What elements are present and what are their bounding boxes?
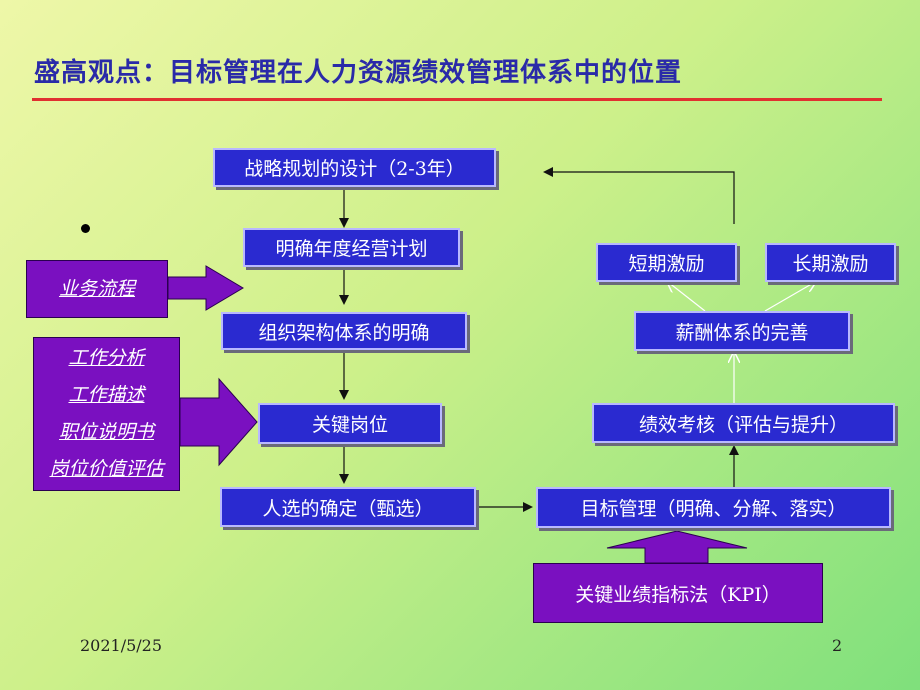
arrow-compensation-to-short: [668, 282, 706, 312]
feedback-loop-line: [543, 167, 735, 224]
job-item-description: 工作描述: [68, 384, 145, 406]
business-process-label: 业务流程: [58, 277, 135, 300]
page-number: 2: [832, 636, 843, 655]
key-positions-box: 关键岗位: [258, 403, 442, 444]
appraisal-box: 绩效考核（评估与提升）: [592, 403, 895, 443]
org-structure-box: 组织架构体系的明确: [221, 312, 467, 350]
bullet-dot: [81, 224, 90, 233]
block-arrow-job-items: [179, 377, 258, 467]
mbo-label: 目标管理（明确、分解、落实）: [580, 498, 847, 520]
key-positions-label: 关键岗位: [311, 414, 388, 436]
title-divider: [32, 98, 882, 101]
long-term-incentive-label: 长期激励: [792, 253, 869, 275]
org-structure-label: 组织架构体系的明确: [258, 321, 430, 344]
short-term-incentive-label: 短期激励: [628, 253, 705, 275]
page-title: 盛高观点：目标管理在人力资源绩效管理体系中的位置: [34, 58, 683, 88]
job-item-analysis: 工作分析: [68, 347, 145, 369]
selection-label: 人选的确定（甄选）: [262, 497, 434, 520]
compensation-box: 薪酬体系的完善: [634, 311, 850, 351]
block-arrow-business-process: [167, 265, 244, 311]
mbo-box: 目标管理（明确、分解、落实）: [536, 487, 891, 528]
arrow-compensation-to-long: [764, 282, 815, 312]
block-arrow-kpi: [606, 530, 748, 564]
selection-box: 人选的确定（甄选）: [220, 487, 476, 527]
job-item-evaluation: 岗位价值评估: [49, 458, 164, 480]
job-items-box: 工作分析 工作描述 职位说明书 岗位价值评估: [33, 337, 180, 491]
strategy-planning-box: 战略规划的设计（2-3年）: [213, 148, 496, 187]
kpi-box: 关键业绩指标法（KPI）: [533, 563, 823, 623]
long-term-incentive-box: 长期激励: [765, 243, 896, 282]
short-term-incentive-box: 短期激励: [596, 243, 737, 282]
annual-plan-box: 明确年度经营计划: [243, 228, 460, 267]
business-process-box: 业务流程: [26, 260, 168, 318]
kpi-label: 关键业绩指标法（KPI）: [575, 583, 781, 606]
job-item-specification: 职位说明书: [58, 421, 154, 443]
footer-date: 2021/5/25: [80, 636, 163, 655]
annual-plan-label: 明确年度经营计划: [275, 238, 428, 260]
appraisal-label: 绩效考核（评估与提升）: [638, 413, 848, 436]
strategy-planning-label: 战略规划的设计（2-3年）: [244, 158, 465, 180]
compensation-label: 薪酬体系的完善: [675, 321, 809, 344]
